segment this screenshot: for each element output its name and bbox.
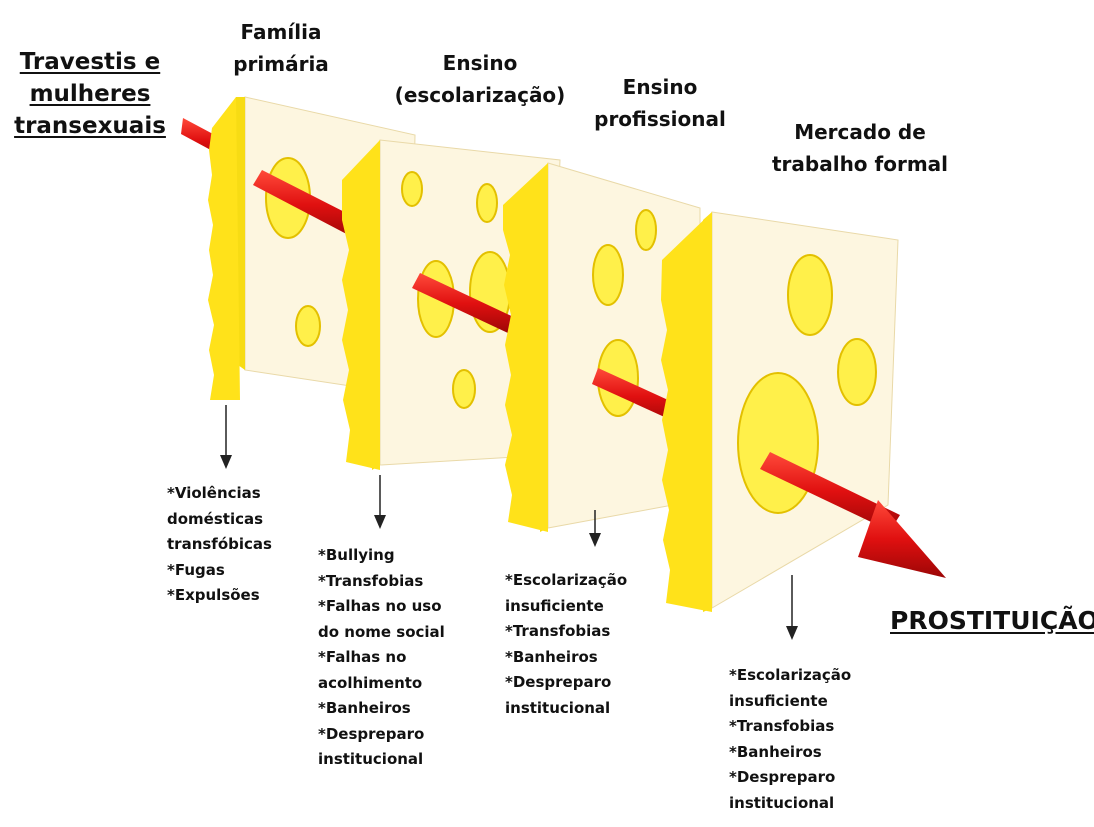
stage-title-ensino-profissional: Ensino profissional — [575, 71, 745, 135]
start-label-line: Travestis e — [10, 46, 170, 78]
factor-item: *Despreparo — [729, 765, 851, 791]
factor-item: *Falhas no uso — [318, 594, 445, 620]
stage-title-line: primária — [206, 48, 356, 80]
factor-item: insuficiente — [729, 689, 851, 715]
end-label-prostituicao: PROSTITUIÇÃO — [890, 606, 1094, 635]
factor-item: *Fugas — [167, 558, 272, 584]
stage-title-line: Ensino — [575, 71, 745, 103]
stage-title-mercado-trabalho: Mercado de trabalho formal — [755, 116, 965, 180]
stage-title-ensino: Ensino (escolarização) — [385, 47, 575, 111]
start-label-line: transexuais — [10, 110, 170, 142]
factors-ensino: *Bullying *Transfobias *Falhas no uso do… — [318, 543, 445, 773]
factor-item: *Banheiros — [729, 740, 851, 766]
factor-item: institucional — [318, 747, 445, 773]
factors-mercado-trabalho: *Escolarização insuficiente *Transfobias… — [729, 663, 851, 816]
factor-item: *Banheiros — [318, 696, 445, 722]
factor-item: domésticas — [167, 507, 272, 533]
factor-item: *Despreparo — [318, 722, 445, 748]
factor-item: *Transfobias — [729, 714, 851, 740]
factor-item: insuficiente — [505, 594, 627, 620]
factor-item: *Bullying — [318, 543, 445, 569]
start-label: Travestis e mulheres transexuais — [10, 46, 170, 142]
factor-item: *Transfobias — [318, 569, 445, 595]
stage-title-line: profissional — [575, 103, 745, 135]
stage-title-line: trabalho formal — [755, 148, 965, 180]
factor-item: do nome social — [318, 620, 445, 646]
start-label-line: mulheres — [10, 78, 170, 110]
factor-item: *Falhas no — [318, 645, 445, 671]
factor-item: transfóbicas — [167, 532, 272, 558]
stage-title-line: Mercado de — [755, 116, 965, 148]
factor-item: *Transfobias — [505, 619, 627, 645]
factor-item: institucional — [505, 696, 627, 722]
factor-item: *Expulsões — [167, 583, 272, 609]
stage-title-line: (escolarização) — [385, 79, 575, 111]
factors-ensino-profissional: *Escolarização insuficiente *Transfobias… — [505, 568, 627, 721]
factor-item: *Despreparo — [505, 670, 627, 696]
factors-familia: *Violências domésticas transfóbicas *Fug… — [167, 481, 272, 609]
stage-title-familia: Família primária — [206, 16, 356, 80]
factor-item: *Violências — [167, 481, 272, 507]
factor-item: *Banheiros — [505, 645, 627, 671]
factor-item: acolhimento — [318, 671, 445, 697]
factor-item: institucional — [729, 791, 851, 817]
stage-title-line: Ensino — [385, 47, 575, 79]
factor-item: *Escolarização — [505, 568, 627, 594]
factor-item: *Escolarização — [729, 663, 851, 689]
stage-title-line: Família — [206, 16, 356, 48]
